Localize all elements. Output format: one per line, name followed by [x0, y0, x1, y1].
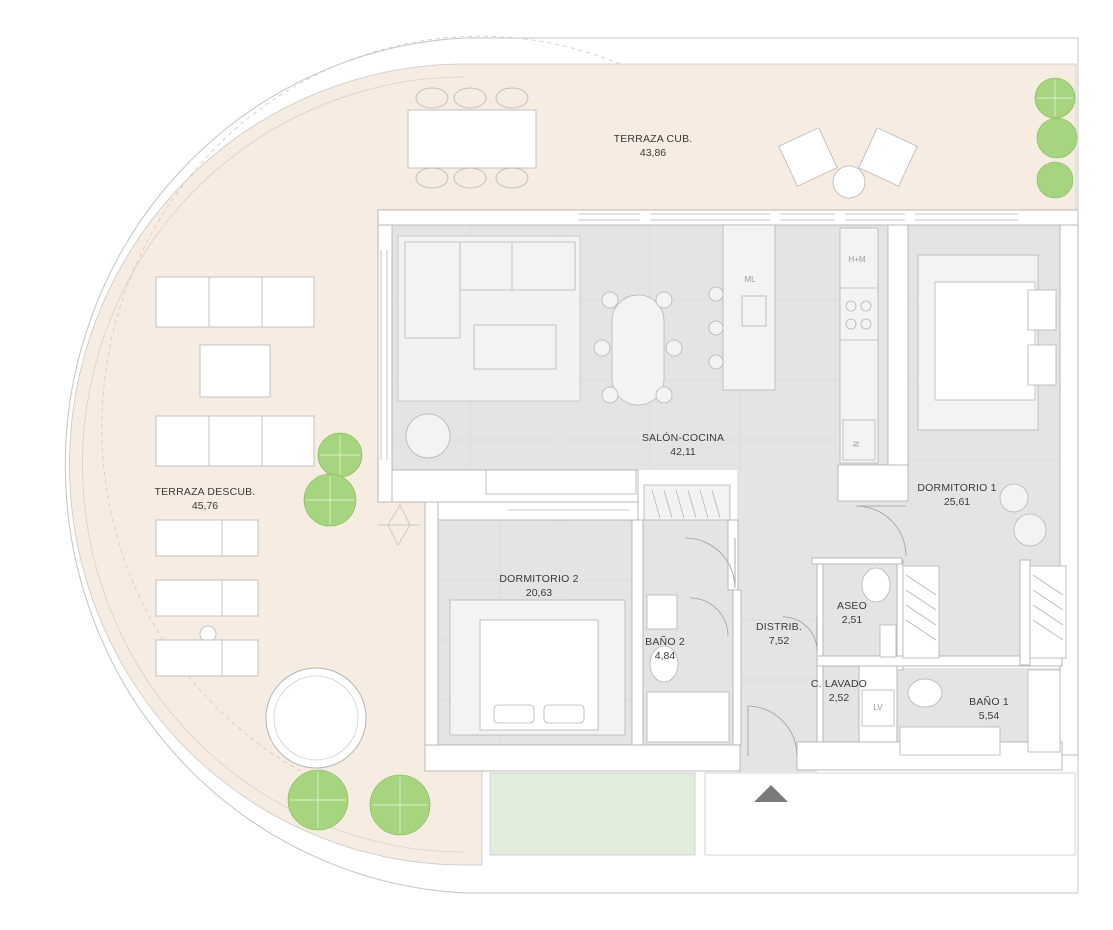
room-c-lavado-area: 2,52 [829, 692, 850, 704]
plants [287, 77, 1078, 836]
kitchen-counter [839, 227, 879, 464]
label-lv: LV [873, 703, 883, 712]
room-dormitorio-1-area: 25,61 [944, 496, 970, 508]
living-furniture [397, 235, 581, 459]
room-terraza-descub-name: TERRAZA DESCUB. [154, 486, 255, 498]
room-bano-1-area: 5,54 [979, 710, 1000, 722]
bathroom-1-fixtures [899, 669, 1061, 756]
label-hm: H+M [848, 255, 865, 264]
room-salon-cocina-area: 42,11 [670, 446, 696, 458]
entrance-arrow-icon [754, 785, 788, 802]
bathroom-2-fixtures [646, 594, 730, 743]
room-dormitorio-2-area: 20,63 [526, 587, 552, 599]
room-aseo-area: 2,51 [842, 614, 863, 626]
room-distrib-area: 7,52 [769, 635, 790, 647]
terrace-lounge-chairs [778, 127, 918, 199]
dining-table [593, 291, 683, 406]
room-salon-cocina-name: SALÓN-COCINA [642, 431, 724, 444]
label-ml: ML [744, 275, 756, 284]
room-labels: TERRAZA CUB. 43,86 TERRAZA DESCUB. 45,76… [154, 133, 1008, 722]
room-bano-1-name: BAÑO 1 [969, 695, 1009, 708]
jacuzzi [265, 667, 367, 769]
laundry-fixture [861, 689, 895, 727]
terrace-sofas [155, 276, 315, 467]
terrace-dining-set [407, 87, 537, 189]
fixture-labels: ML H+M N LV [744, 255, 883, 712]
tv-unit [485, 469, 731, 521]
bedroom-1-furniture [917, 254, 1057, 547]
room-dormitorio-2-name: DORMITORIO 2 [499, 573, 578, 585]
room-terraza-cub-name: TERRAZA CUB. [614, 133, 693, 145]
room-terraza-descub-area: 45,76 [192, 500, 218, 512]
room-distrib-name: DISTRIB. [756, 621, 802, 633]
doors [684, 505, 907, 757]
walls [377, 209, 1079, 772]
lawn [489, 772, 696, 856]
kitchen-island [708, 224, 776, 391]
sun-loungers [155, 519, 259, 677]
room-c-lavado-name: C. LAVADO [811, 678, 867, 690]
room-bano-2-name: BAÑO 2 [645, 635, 685, 648]
room-dormitorio-1-name: DORMITORIO 1 [917, 482, 996, 494]
bedroom-2-furniture [449, 599, 626, 736]
room-terraza-cub-area: 43,86 [640, 147, 666, 159]
lower-slab [704, 772, 1076, 856]
label-n: N [852, 441, 861, 447]
aseo-fixtures [861, 567, 897, 658]
bedroom-1-wardrobes [902, 565, 1067, 659]
room-aseo-name: ASEO [837, 600, 867, 612]
room-bano-2-area: 4,84 [655, 650, 676, 662]
windows [380, 213, 1018, 460]
